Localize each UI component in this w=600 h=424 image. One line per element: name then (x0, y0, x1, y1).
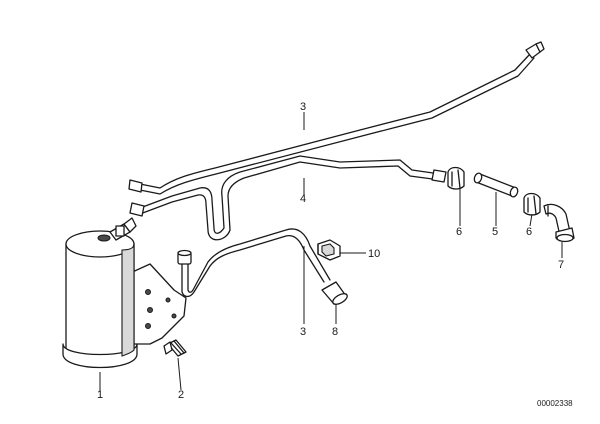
callout-3-upper: 3 (300, 101, 306, 113)
callout-1: 1 (97, 389, 103, 401)
pipe-clip (317, 239, 341, 261)
callout-10: 10 (368, 248, 380, 260)
upper-fuel-vent-line (128, 41, 545, 195)
hex-bolt (163, 339, 187, 357)
activated-carbon-canister (62, 217, 187, 369)
hose-clamp-1 (447, 166, 465, 190)
callout-6-second: 6 (526, 226, 532, 238)
rubber-hose (473, 172, 519, 198)
callout-2: 2 (178, 389, 184, 401)
image-number: 00002338 (537, 399, 573, 408)
hose-clamp-2 (523, 192, 541, 216)
callout-8: 8 (332, 326, 338, 338)
callout-3-lower: 3 (300, 326, 306, 338)
callout-5: 5 (492, 226, 498, 238)
elbow-connector (543, 203, 575, 243)
callout-6-first: 6 (456, 226, 462, 238)
callout-labels: 1 2 3 4 3 8 10 6 5 6 7 (97, 101, 564, 401)
lower-vent-line (177, 228, 331, 298)
callout-4: 4 (300, 193, 306, 205)
leader-lines (99, 112, 563, 392)
middle-vent-line (129, 155, 447, 241)
callout-7: 7 (558, 259, 564, 271)
rubber-sleeve (321, 281, 348, 305)
